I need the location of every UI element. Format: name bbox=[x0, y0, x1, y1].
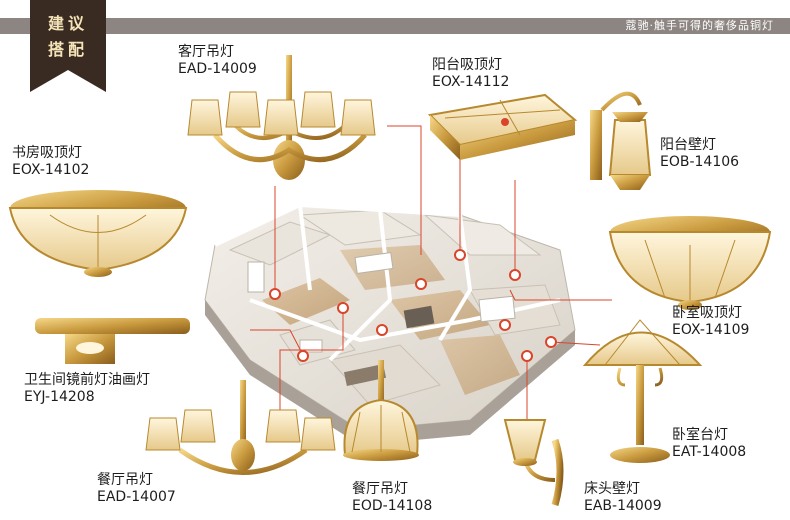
badge-line-2: 搭配 bbox=[47, 40, 88, 59]
product-name: 客厅吊灯 bbox=[178, 44, 234, 60]
product-name: 阳台吸顶灯 bbox=[432, 57, 502, 73]
product-label-study-ceiling-lamp: 书房吸顶灯 EOX-14102 bbox=[12, 145, 89, 179]
product-label-dining-chandelier: 餐厅吊灯 EAD-14007 bbox=[97, 472, 176, 506]
product-name: 书房吸顶灯 bbox=[12, 145, 82, 161]
product-code: EOX-14102 bbox=[12, 162, 90, 178]
product-code: EOX-14112 bbox=[432, 74, 510, 90]
product-label-bedroom-table-lamp: 卧室台灯 EAT-14008 bbox=[672, 427, 746, 461]
product-name: 餐厅吊灯 bbox=[352, 481, 408, 497]
product-code: EAD-14009 bbox=[178, 61, 257, 77]
product-label-balcony-ceiling-lamp: 阳台吸顶灯 EOX-14112 bbox=[432, 57, 509, 91]
product-name: 餐厅吊灯 bbox=[97, 472, 153, 488]
product-label-bedroom-ceiling-lamp: 卧室吸顶灯 EOX-14109 bbox=[672, 305, 749, 339]
top-banner: 蔻驰·触手可得的奢侈品铜灯 bbox=[0, 0, 790, 40]
suggestion-badge: 建议 搭配 bbox=[30, 0, 106, 92]
product-code: EOX-14109 bbox=[672, 322, 750, 338]
product-code: EYJ-14208 bbox=[24, 389, 95, 405]
product-code: EOB-14106 bbox=[660, 154, 740, 170]
product-label-dining-pendant: 餐厅吊灯 EOD-14108 bbox=[352, 481, 432, 515]
product-label-balcony-wall-lamp: 阳台壁灯 EOB-14106 bbox=[660, 137, 739, 171]
top-stripe bbox=[0, 18, 790, 34]
product-code: EOD-14108 bbox=[352, 498, 433, 514]
product-code: EAT-14008 bbox=[672, 444, 747, 460]
product-name: 阳台壁灯 bbox=[660, 137, 716, 153]
product-label-bathroom-mirror-lamp: 卫生间镜前灯油画灯 EYJ-14208 bbox=[24, 372, 150, 406]
product-code: EAD-14007 bbox=[97, 489, 176, 505]
product-name: 卧室台灯 bbox=[672, 427, 728, 443]
product-label-bedside-wall-lamp: 床头壁灯 EAB-14009 bbox=[584, 481, 662, 515]
product-name: 卫生间镜前灯油画灯 bbox=[24, 372, 150, 388]
product-label-living-room-chandelier: 客厅吊灯 EAD-14009 bbox=[178, 44, 257, 78]
brand-slogan: 蔻驰·触手可得的奢侈品铜灯 bbox=[625, 19, 774, 32]
product-code: EAB-14009 bbox=[584, 498, 662, 514]
badge-line-1: 建议 bbox=[47, 14, 88, 33]
product-name: 床头壁灯 bbox=[584, 481, 640, 497]
product-name: 卧室吸顶灯 bbox=[672, 305, 742, 321]
